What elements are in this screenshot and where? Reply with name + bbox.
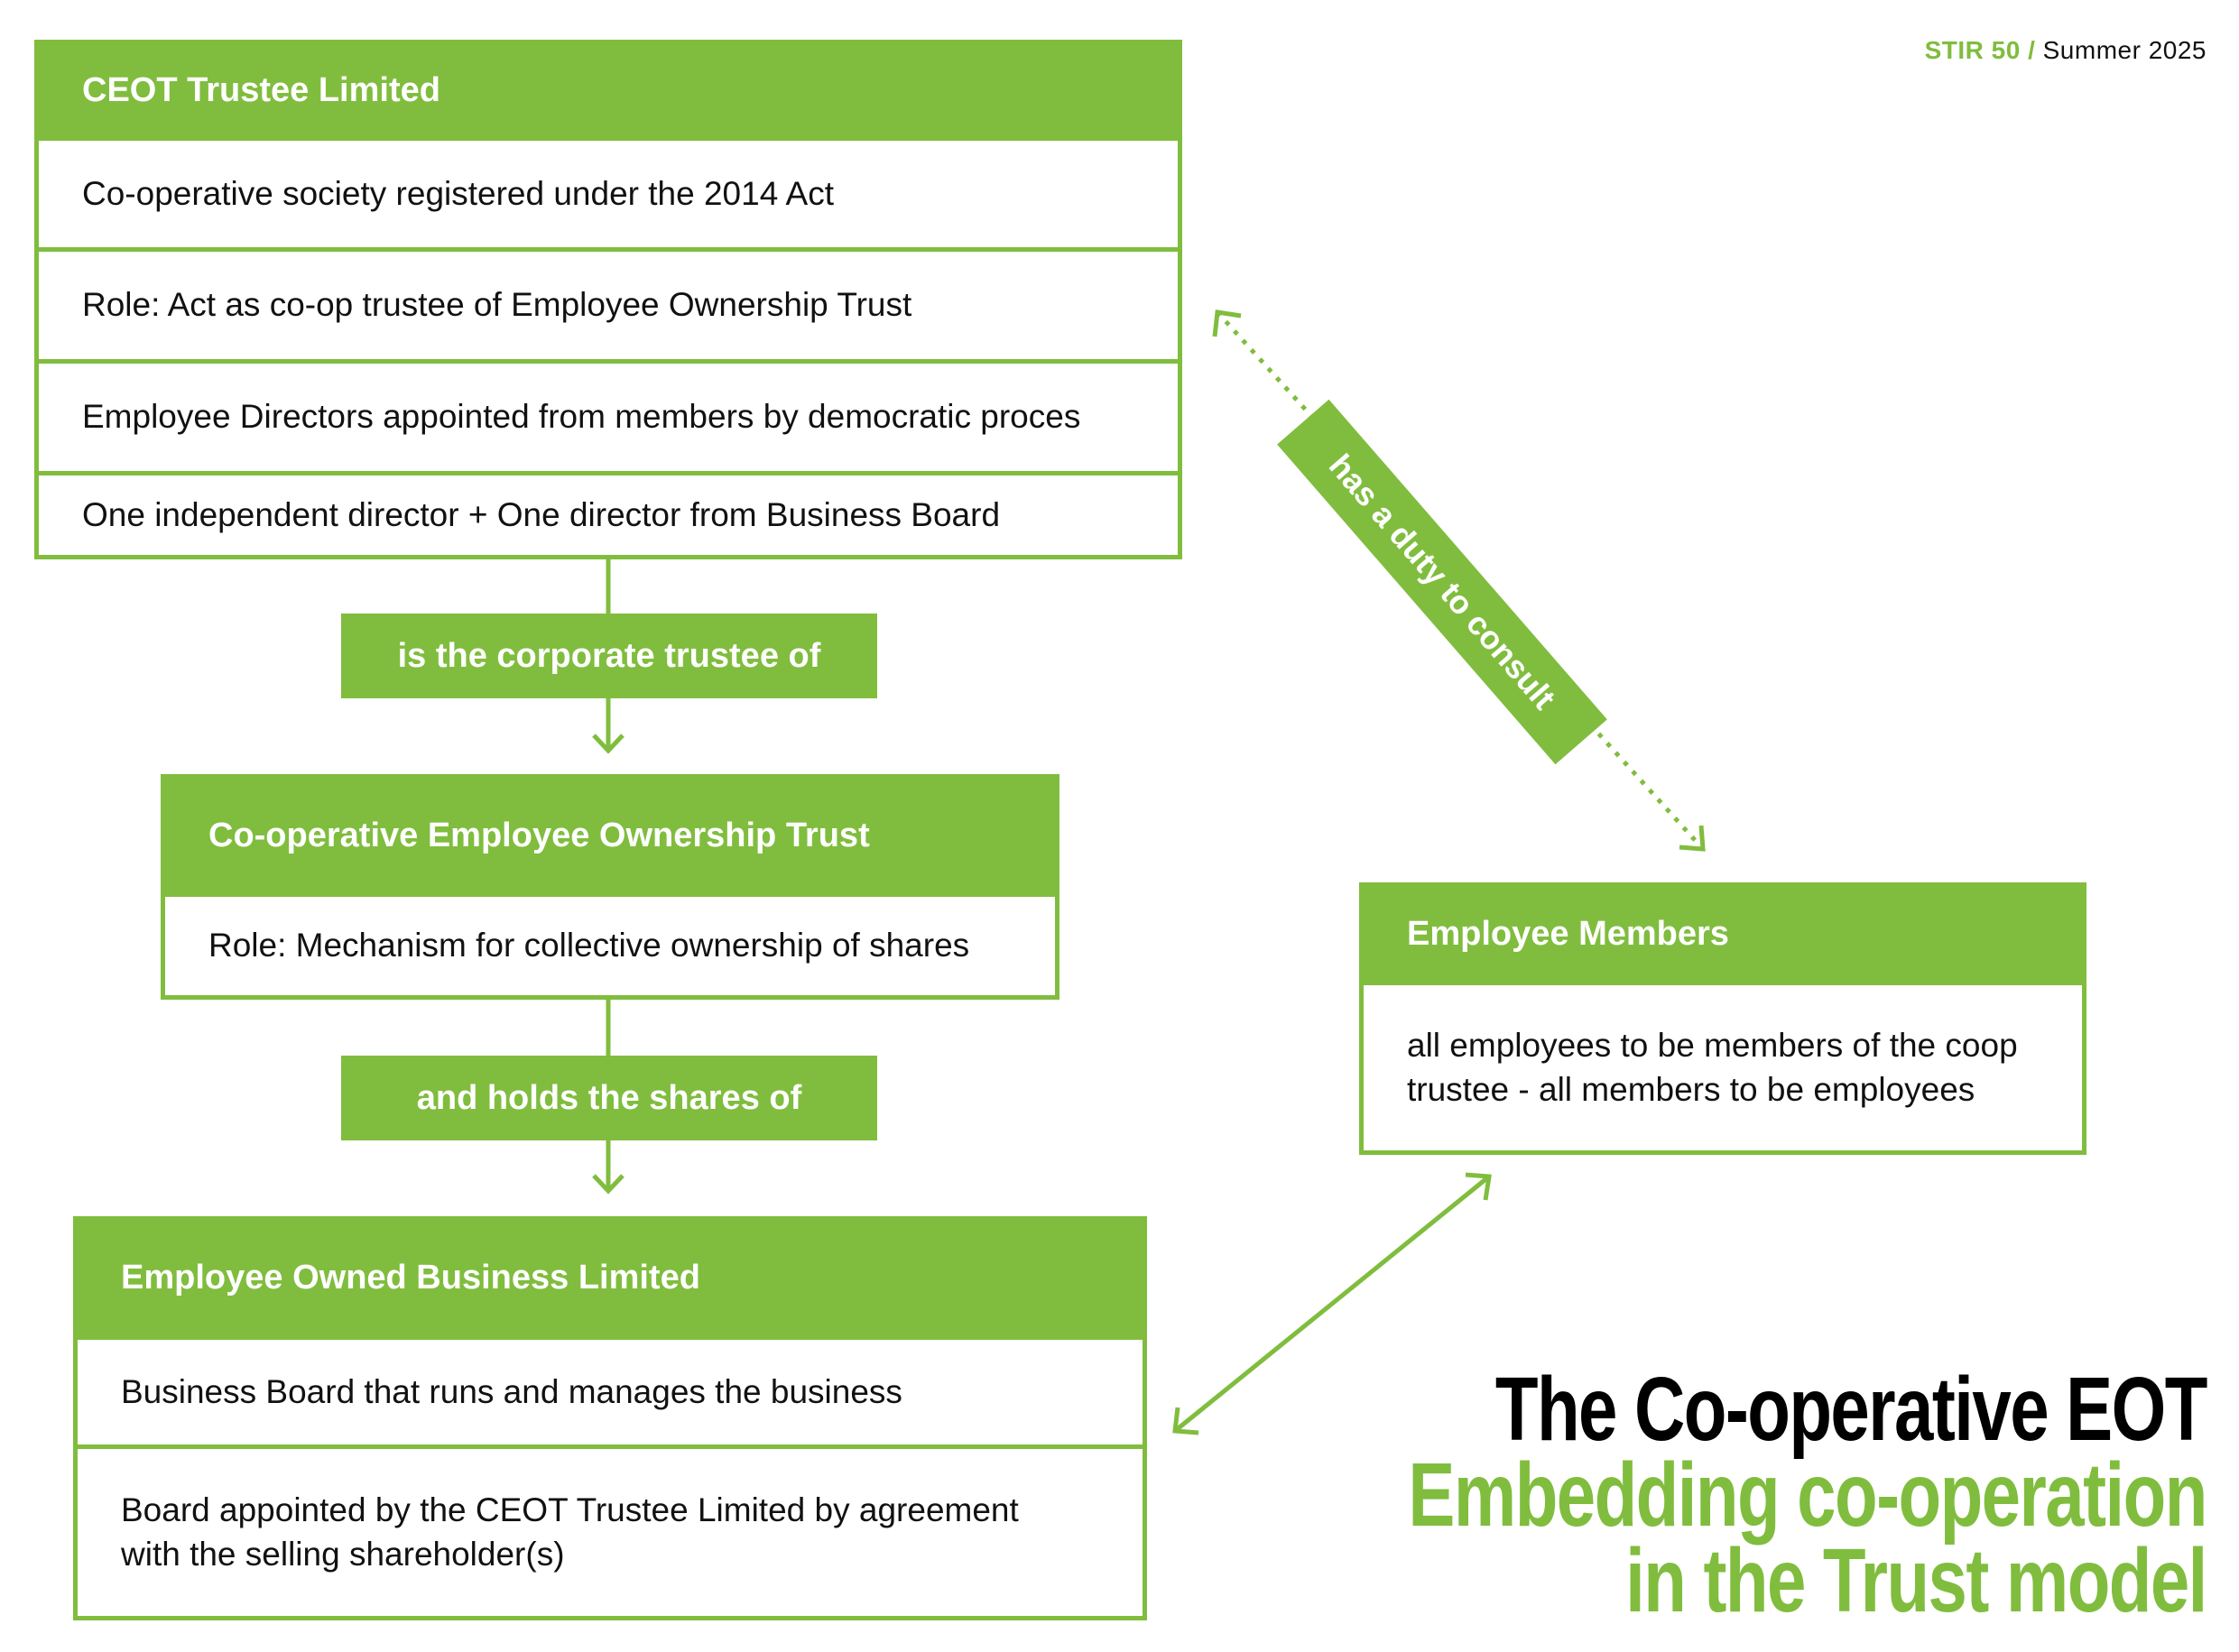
members-box: Employee Members all employees to be mem… bbox=[1359, 882, 2086, 1155]
members-row-1: all employees to be members of the coop … bbox=[1364, 981, 2082, 1150]
issue-marker: STIR 50 / Summer 2025 bbox=[1925, 36, 2207, 65]
connector-label-trustee-of: is the corporate trustee of bbox=[341, 614, 877, 698]
arrowhead-members-end bbox=[1465, 1172, 1492, 1201]
business-row-2: Board appointed by the CEOT Trustee Limi… bbox=[78, 1444, 1143, 1616]
members-heading: Employee Members bbox=[1364, 887, 2082, 981]
arrowhead-2 bbox=[592, 1174, 625, 1195]
business-members-line bbox=[1173, 1175, 1491, 1433]
publication-name: STIR 50 bbox=[1924, 36, 2021, 64]
trustee-box: CEOT Trustee Limited Co-operative societ… bbox=[34, 40, 1182, 559]
trustee-heading: CEOT Trustee Limited bbox=[39, 44, 1178, 136]
title-line-3: in the Trust model bbox=[1625, 1530, 2207, 1631]
trust-row-1: Role: Mechanism for collective ownership… bbox=[165, 892, 1055, 995]
connector-label-holds-shares: and holds the shares of bbox=[341, 1056, 877, 1140]
issue-separator: / bbox=[2028, 36, 2036, 64]
business-row-1: Business Board that runs and manages the… bbox=[78, 1335, 1143, 1444]
title-line-2: Embedding co-operation bbox=[1408, 1444, 2208, 1546]
dotted-arrowhead-top bbox=[1212, 309, 1242, 337]
business-heading: Employee Owned Business Limited bbox=[78, 1221, 1143, 1335]
trust-box: Co-operative Employee Ownership Trust Ro… bbox=[161, 774, 1059, 1000]
trustee-row-4: One independent director + One director … bbox=[39, 471, 1178, 555]
trustee-row-3: Employee Directors appointed from member… bbox=[39, 359, 1178, 471]
trustee-row-1: Co-operative society registered under th… bbox=[39, 136, 1178, 247]
issue-date: Summer 2025 bbox=[2042, 36, 2207, 64]
trust-heading: Co-operative Employee Ownership Trust bbox=[165, 779, 1055, 892]
arrowhead-1 bbox=[592, 734, 625, 754]
title-line-1: The Co-operative EOT bbox=[1495, 1359, 2207, 1460]
dotted-arrowhead-bottom bbox=[1679, 825, 1706, 852]
business-box: Employee Owned Business Limited Business… bbox=[73, 1216, 1147, 1620]
page-title: The Co-operative EOT Embedding co-operat… bbox=[1408, 1359, 2208, 1631]
arrowhead-business-end bbox=[1172, 1407, 1199, 1435]
trustee-row-2: Role: Act as co-op trustee of Employee O… bbox=[39, 247, 1178, 359]
